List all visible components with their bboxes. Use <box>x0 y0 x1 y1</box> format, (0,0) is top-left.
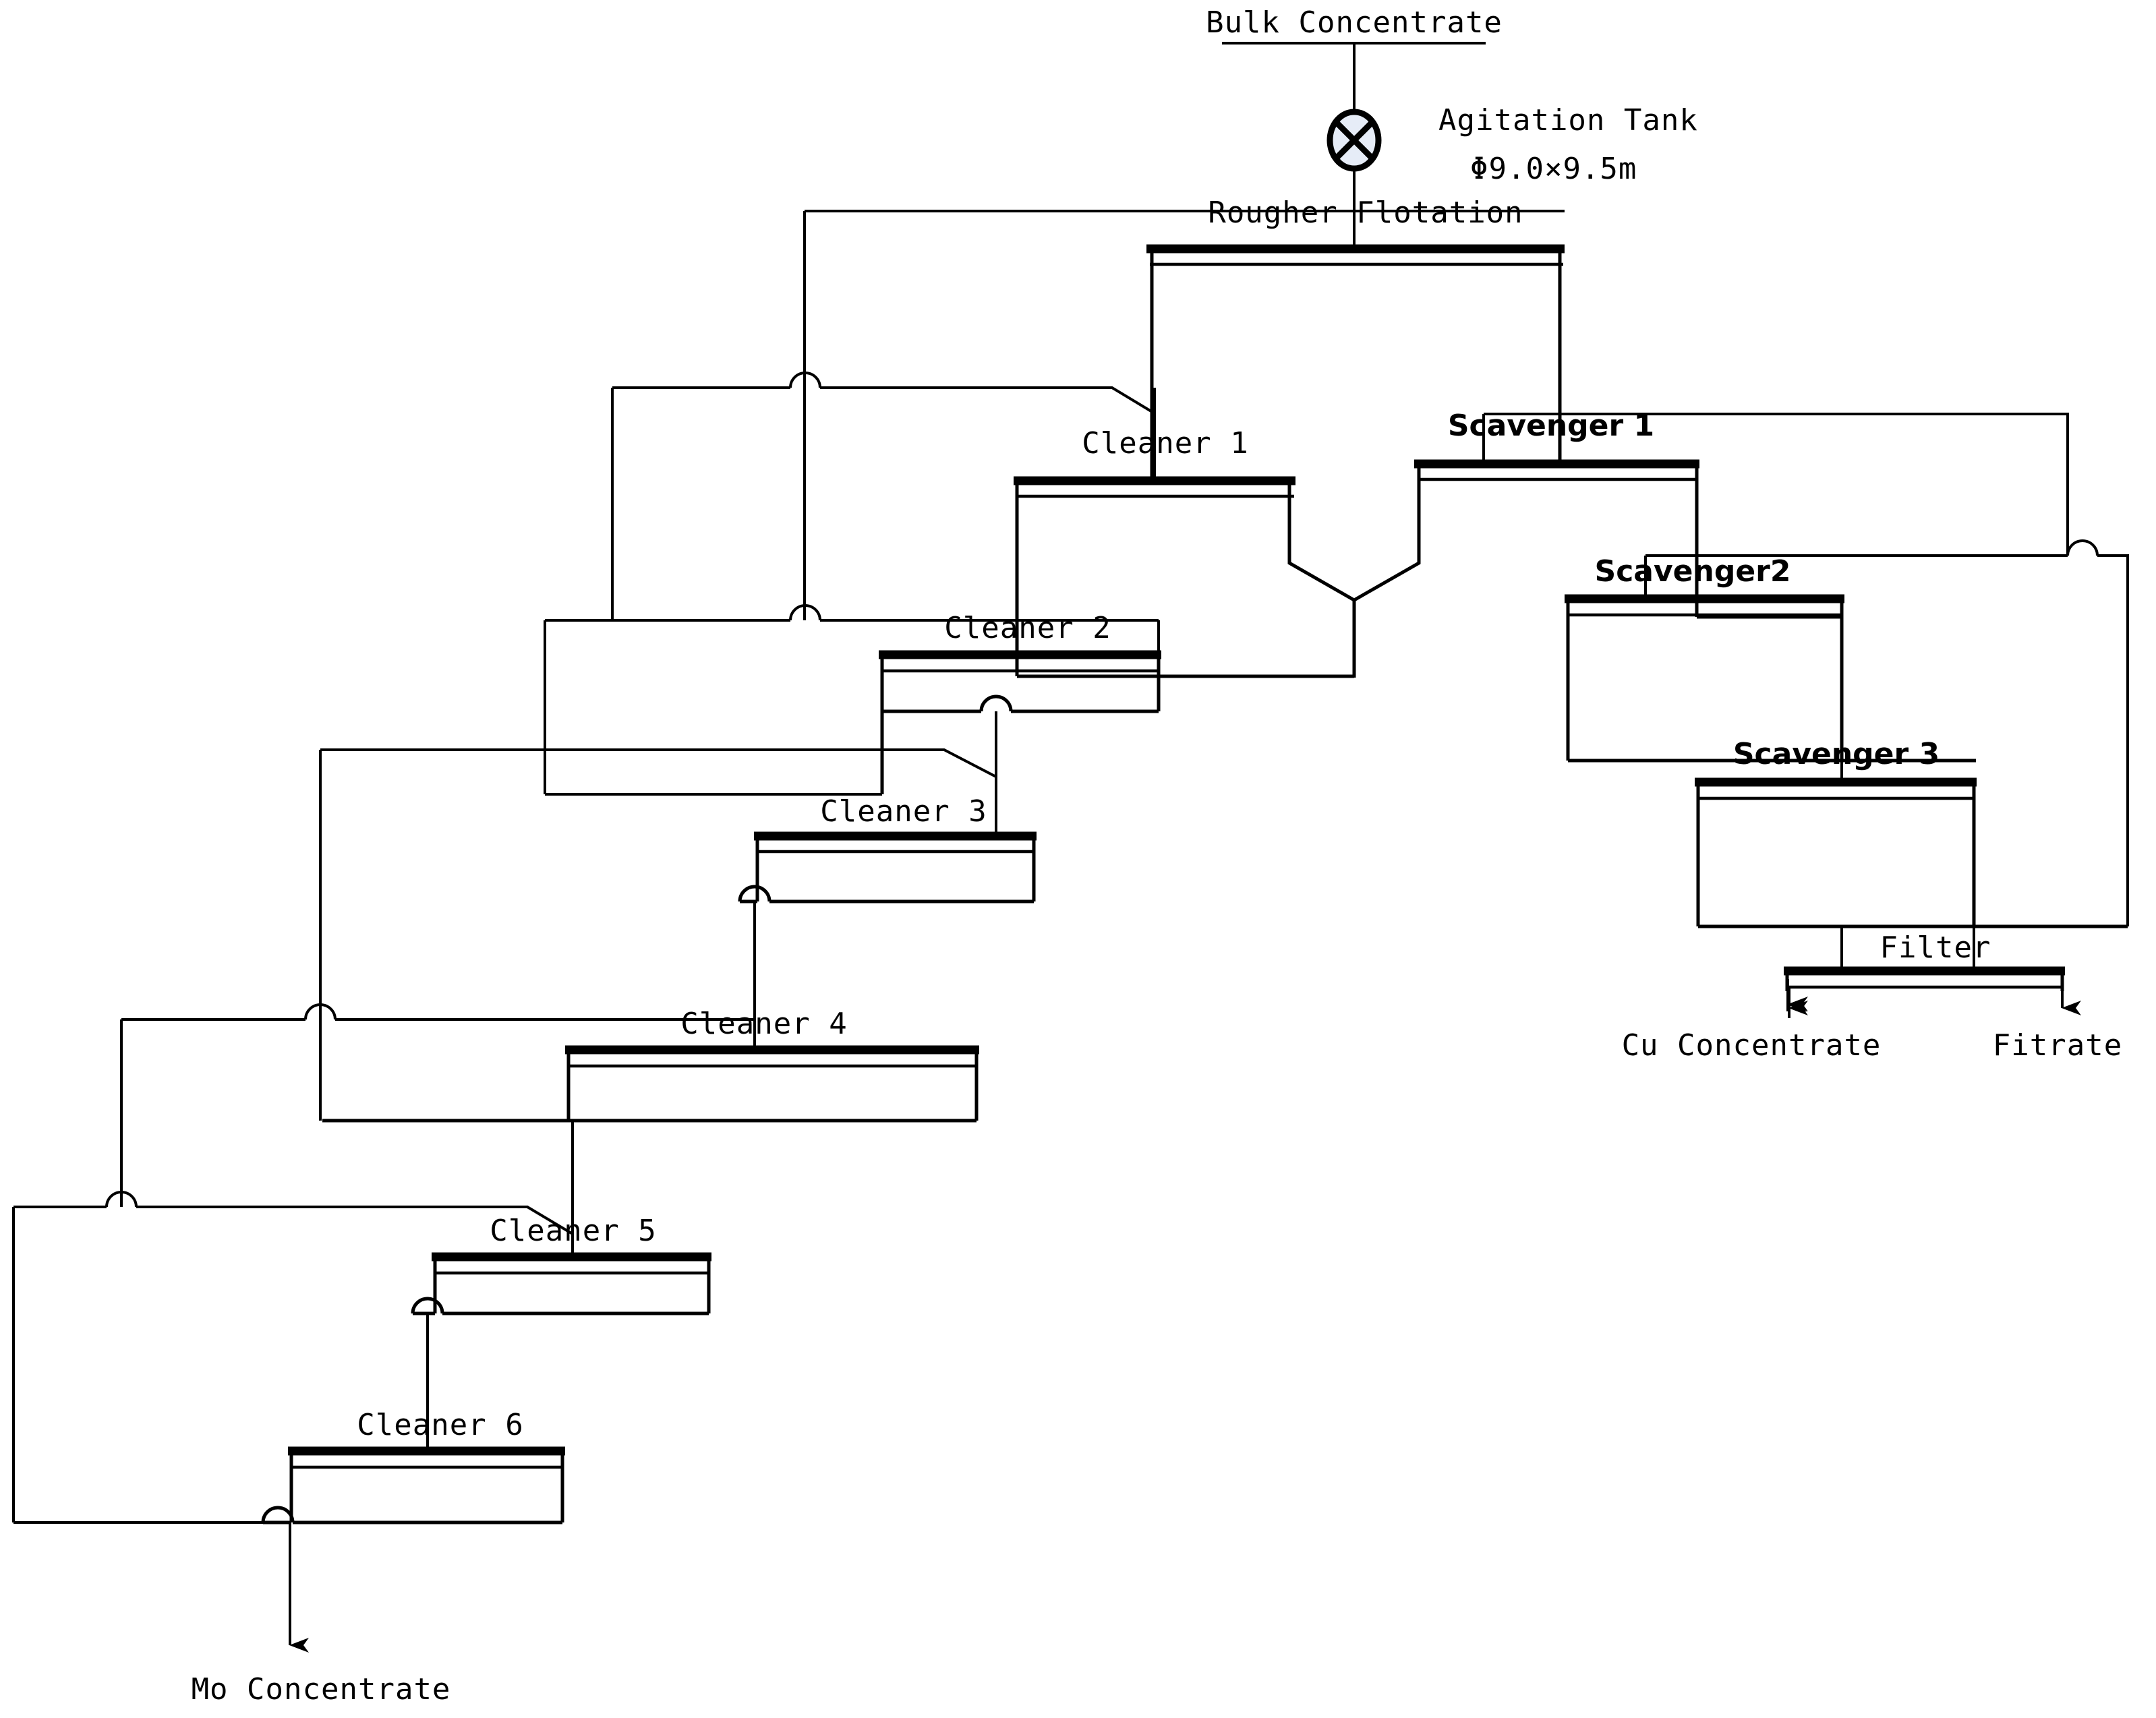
cleaner-2-bottom-hop <box>979 694 1013 712</box>
label-cu-concentrate: Cu Concentrate <box>1622 1028 1882 1063</box>
cleaner-1-cell[interactable] <box>1014 476 1354 678</box>
cleaner-2-cell[interactable] <box>879 650 1161 794</box>
scavenger-1-cell[interactable] <box>1414 459 1841 619</box>
pipe-c2froth-b <box>820 386 1156 415</box>
pipe-c2-to-c1-hop <box>789 604 821 621</box>
cleaner-6-bottom-hop <box>261 1506 295 1523</box>
label-agitation-tank: Agitation Tank <box>1438 103 1698 138</box>
label-filter: Filter <box>1880 930 1991 965</box>
diagram-labels: Bulk Concentrate Agitation Tank Φ9.0×9.5… <box>192 5 2122 1707</box>
pipe-scav1-froth-right <box>1484 413 2069 556</box>
label-bulk-concentrate: Bulk Concentrate <box>1206 5 1503 40</box>
pipe-c5-froth-hop <box>105 1191 138 1208</box>
rougher-flotation-cell[interactable] <box>1146 244 1565 678</box>
pipe-c5-froth-b <box>136 1206 574 1235</box>
pipe-scav1-froth-down <box>2097 554 2129 926</box>
label-cleaner-4: Cleaner 4 <box>680 1007 847 1041</box>
label-cleaner-5: Cleaner 5 <box>490 1214 656 1248</box>
pipe-scav1-froth-hop <box>2066 539 2099 556</box>
label-mo-concentrate: Mo Concentrate <box>192 1672 451 1707</box>
scavenger-3-cell[interactable] <box>1695 777 2128 928</box>
label-cleaner-2: Cleaner 2 <box>944 611 1111 645</box>
label-cleaner-1: Cleaner 1 <box>1082 426 1248 461</box>
label-filtrate: Fitrate <box>1993 1028 2122 1063</box>
label-cleaner-6: Cleaner 6 <box>357 1408 523 1442</box>
label-cleaner-3: Cleaner 3 <box>820 794 987 829</box>
label-scavenger-2: Scavenger2 <box>1595 554 1791 589</box>
pipe-c2froth-hop <box>789 372 821 388</box>
cleaner-3-bottom-hop <box>738 885 771 902</box>
label-scavenger-3: Scavenger 3 <box>1733 737 1940 771</box>
cleaner-5-bottom-hop <box>411 1297 444 1314</box>
label-rougher-flotation: Rougher Flotation <box>1208 196 1523 230</box>
label-agitation-tank-spec: Φ9.0×9.5m <box>1470 152 1637 186</box>
cleaner-6-cell[interactable] <box>261 1446 565 1524</box>
rougher-discharge-funnel <box>1287 464 1421 602</box>
cleaner-3-cell[interactable] <box>738 831 1037 904</box>
feed-group <box>1222 42 1486 119</box>
agitation-tank[interactable] <box>1327 109 1382 248</box>
cleaner-4-cell[interactable] <box>322 1045 979 1123</box>
pipe-c4-froth-hop <box>304 1003 337 1020</box>
pipe-c3-froth-to-c2 <box>320 748 997 778</box>
agitator-x-stroke-b <box>1334 120 1374 160</box>
scavenger-2-cell[interactable] <box>1565 594 1976 763</box>
label-scavenger-1: Scavenger 1 <box>1448 409 1654 443</box>
piping-network <box>12 210 2129 1653</box>
cleaner-5-cell[interactable] <box>411 1252 711 1315</box>
